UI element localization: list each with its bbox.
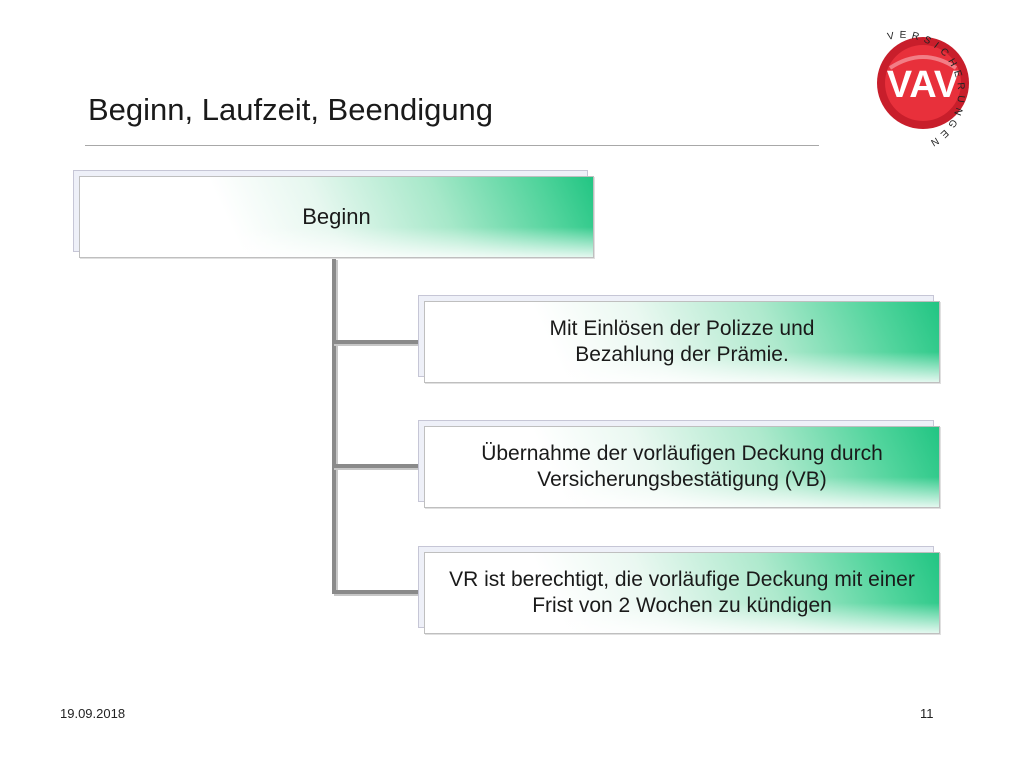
logo-brand-text: VAV (887, 64, 960, 106)
root-node-label: Beginn (302, 204, 371, 230)
child-node-label: Mit Einlösen der Polizze und Bezahlung d… (549, 316, 815, 366)
title-divider (85, 145, 819, 146)
vav-logo: VAV VERSICHERUNGEN (877, 30, 969, 150)
page-number: 11 (920, 706, 934, 721)
tree-branch-line-3 (332, 590, 420, 594)
slide-title: Beginn, Laufzeit, Beendigung (88, 92, 494, 127)
tree-branch-line-2 (332, 464, 420, 468)
child-node-label: VR ist berechtigt, die vorläufige Deckun… (449, 567, 915, 617)
footer-date: 19.09.2018 (60, 706, 126, 721)
child-node-3: VR ist berechtigt, die vorläufige Deckun… (418, 546, 940, 634)
child-node-label: Übernahme der vorläufigen Deckung durch … (481, 441, 883, 491)
tree-trunk-line (332, 258, 336, 594)
child-node-2: Übernahme der vorläufigen Deckung durch … (418, 420, 940, 508)
child-node-1: Mit Einlösen der Polizze und Bezahlung d… (418, 295, 940, 383)
tree-branch-line-1 (332, 340, 420, 344)
root-node-beginn: Beginn (73, 170, 594, 258)
